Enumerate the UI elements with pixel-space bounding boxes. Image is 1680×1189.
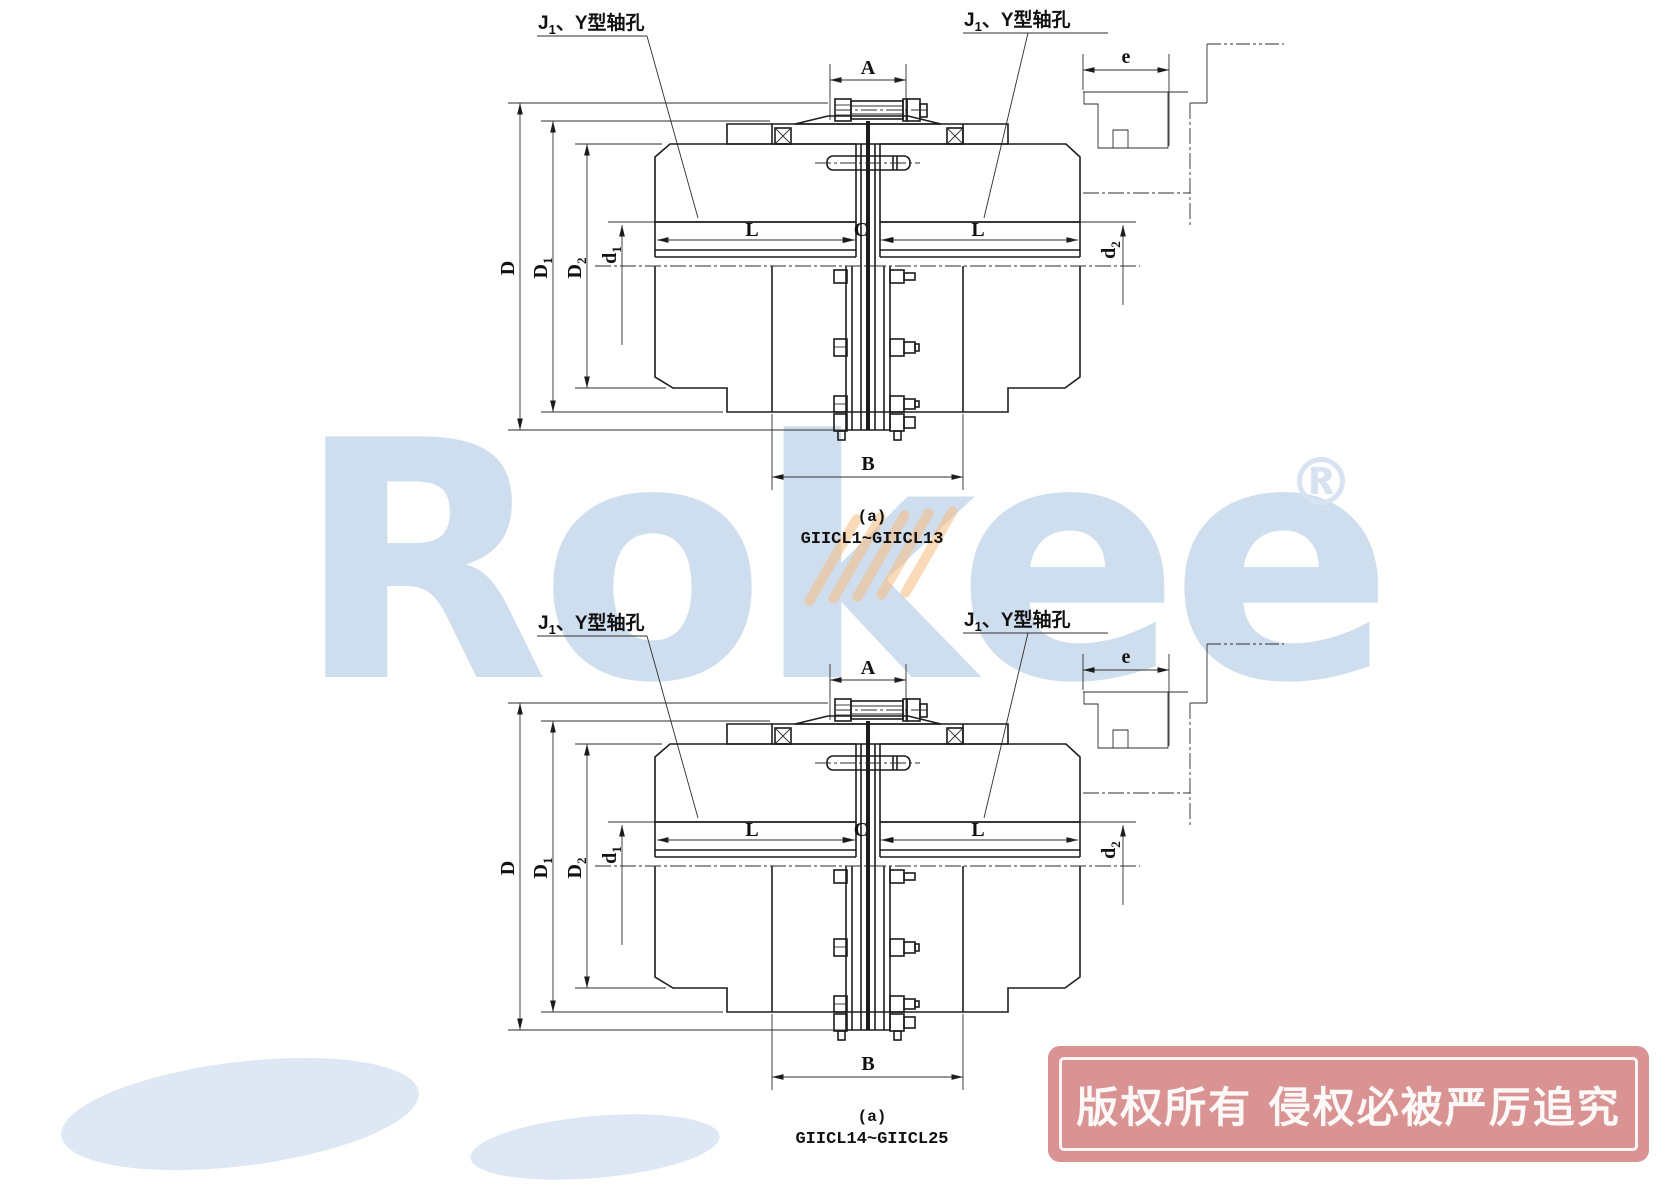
flange-joint [845,721,891,1031]
svg-text:d1: d1 [599,846,624,864]
dim-e: e [1082,646,1170,746]
svg-text:J1、Y型轴孔: J1、Y型轴孔 [964,608,1071,634]
svg-text:D1: D1 [530,258,555,279]
svg-text:e: e [1122,46,1131,68]
svg-text:A: A [861,657,876,679]
copyright-stamp-border: 版权所有 侵权必被严厉追究 [1059,1057,1638,1151]
page: Rokee ® [55,8,1647,1189]
svg-text:d2: d2 [1098,841,1123,859]
bore-label-right: J1、Y型轴孔 [963,8,1108,219]
hub-left-section [654,743,857,823]
svg-text:D: D [497,861,519,875]
svg-text:L: L [745,219,758,241]
svg-text:J1、Y型轴孔: J1、Y型轴孔 [964,8,1071,34]
flange-bolt-top [834,98,930,122]
seal-ring-left [774,727,792,745]
svg-text:A: A [861,57,876,79]
dim-d1: d1 [599,825,625,945]
svg-text:D2: D2 [564,258,589,279]
dim-d1: d1 [599,225,625,345]
dim-e: e [1082,46,1170,146]
svg-text:C: C [854,219,868,241]
dim-D1: D1 [530,720,770,1013]
bore-band [608,221,1136,258]
hub-right-section [879,143,1081,223]
coupling-drawing-bottom: D D1 D2 d1 d2 A [497,608,1284,1149]
dim-L-right: L [882,819,1078,843]
dim-D2: D2 [564,143,666,389]
svg-text:L: L [745,819,758,841]
bore-label-right: J1、Y型轴孔 [963,608,1108,819]
dim-L-left: L [657,219,854,243]
dim-d2: d2 [1098,225,1126,305]
seal-ring-left [774,127,792,145]
flange-joint [845,121,891,431]
copyright-stamp: 版权所有 侵权必被严厉追究 [1050,1048,1647,1160]
flange-bolt-inner [815,755,920,771]
dim-A: A [829,657,907,720]
svg-text:d1: d1 [599,246,624,264]
svg-text:D: D [497,261,519,275]
svg-text:d2: d2 [1098,241,1123,259]
rokee-watermark-text: Rokee [295,371,1394,755]
lower-external-view [654,266,1081,413]
shaft-end-detail [1083,643,1284,828]
svg-text:C: C [854,819,868,841]
watermark-wisp [55,1040,425,1188]
bore-band [608,821,1136,858]
bore-label-left: J1、Y型轴孔 [537,611,699,819]
caption-range: GIICL1~GIICL13 [801,530,944,549]
caption-letter: (a) [858,1108,887,1126]
flange-bolt-top [834,698,930,722]
dim-B: B [771,1014,964,1090]
svg-text:J1、Y型轴孔: J1、Y型轴孔 [538,11,645,37]
shaft-end-detail [1083,43,1284,228]
dim-L-right: L [882,219,1078,243]
dim-D1: D1 [530,120,770,413]
flange-bolt-inner [815,155,920,171]
caption-letter: (a) [858,508,887,526]
lower-external-view [654,866,1081,1013]
hub-left-section [654,143,857,223]
svg-text:L: L [971,219,984,241]
svg-text:B: B [861,1053,874,1075]
dim-D: D [497,702,846,1031]
dim-A: A [829,57,907,120]
seal-ring-right [946,127,964,145]
dim-d2: d2 [1098,825,1126,905]
coupling-drawing-top: D D1 D2 d1 d2 A [497,8,1284,549]
dim-D: D [497,102,846,431]
svg-text:J1、Y型轴孔: J1、Y型轴孔 [538,611,645,637]
caption-range: GIICL14~GIICL25 [795,1130,948,1149]
copyright-stamp-text: 版权所有 侵权必被严厉追究 [1076,1082,1621,1132]
dim-B: B [771,414,964,490]
flange-bolts-lower [833,869,920,1041]
registered-trademark-icon: ® [1288,444,1354,521]
bore-label-left: J1、Y型轴孔 [537,11,699,219]
dim-D2: D2 [564,743,666,989]
hub-right-section [879,743,1081,823]
svg-text:L: L [971,819,984,841]
svg-text:B: B [861,453,874,475]
svg-text:D1: D1 [530,858,555,879]
flange-bolts-lower [833,269,920,441]
svg-text:e: e [1122,646,1131,668]
seal-ring-right [946,727,964,745]
svg-text:D2: D2 [564,858,589,879]
dim-L-left: L [657,819,854,843]
